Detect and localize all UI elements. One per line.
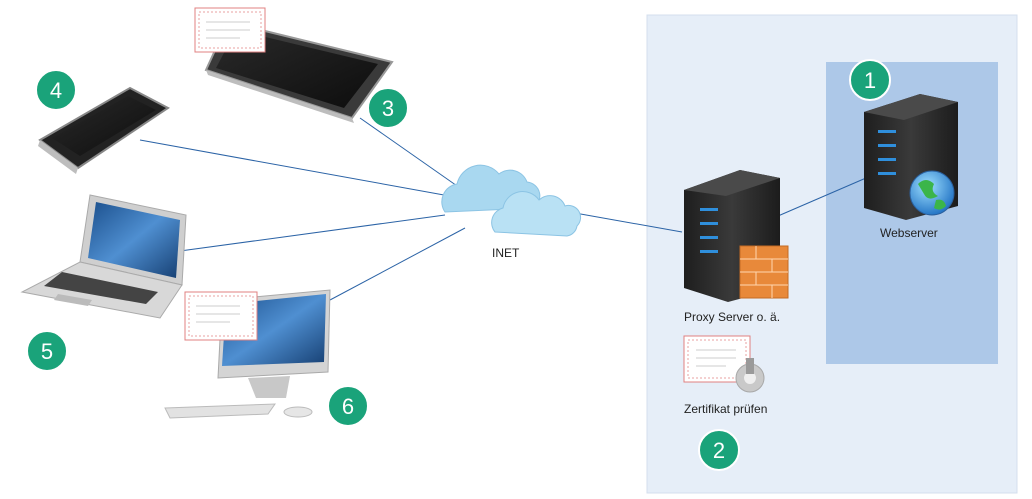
badge-4: 4 [35,69,77,111]
proxy-label: Proxy Server o. ä. [684,310,780,324]
certificate-check-label: Zertifikat prüfen [684,402,767,416]
inet-label: INET [492,246,520,260]
svg-text:3: 3 [382,96,394,121]
smartphone-icon [38,86,170,174]
certificate-icon [194,7,266,53]
svg-text:1: 1 [864,68,876,93]
svg-text:4: 4 [50,78,62,103]
link-imac-inet [329,227,466,301]
link-tablet-inet [359,117,461,189]
badge-3: 3 [367,87,409,129]
link-phone-inet [139,139,456,198]
cloud-icon [441,164,582,237]
badge-5: 5 [26,330,68,372]
webserver-label: Webserver [880,226,938,240]
badge-1: 1 [849,59,891,101]
svg-text:2: 2 [713,438,725,463]
svg-text:6: 6 [342,394,354,419]
firewall-icon [739,245,789,299]
certificate-icon [184,291,258,341]
gear-icon [735,358,765,393]
link-proxy-webserver [777,177,867,217]
svg-text:5: 5 [41,339,53,364]
link-laptop-inet [179,214,446,252]
badge-6: 6 [327,385,369,427]
badge-2: 2 [698,429,740,471]
link-inet-proxy [574,212,683,233]
laptop-icon [20,194,187,319]
globe-icon [909,170,955,216]
